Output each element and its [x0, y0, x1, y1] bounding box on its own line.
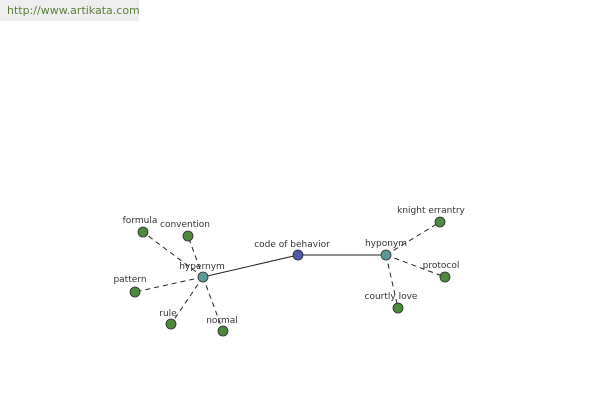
edge-hypernym-normal — [202, 276, 224, 332]
label-convention: convention — [160, 220, 210, 230]
node-hyponym[interactable] — [380, 249, 392, 261]
label-courtly-love: courtly love — [365, 292, 418, 302]
label-formula: formula — [123, 216, 158, 226]
node-hypernym[interactable] — [197, 271, 209, 283]
node-convention[interactable] — [182, 230, 194, 242]
edge-hypernym-formula — [142, 231, 204, 278]
node-pattern[interactable] — [129, 286, 141, 298]
edge-hyponym-knight-errantry — [385, 221, 441, 256]
node-formula[interactable] — [137, 226, 149, 238]
watermark-url: http://www.artikata.com — [7, 4, 140, 17]
node-courtly-love[interactable] — [392, 302, 404, 314]
label-hyponym: hyponym — [365, 239, 407, 249]
watermark-banner: http://www.artikata.com — [0, 0, 140, 21]
edge-hypernym-convention — [187, 235, 204, 278]
label-knight-errantry: knight errantry — [397, 206, 465, 216]
edge-hypernym-rule — [170, 276, 204, 325]
label-normal: normal — [206, 316, 238, 326]
node-rule[interactable] — [165, 318, 177, 330]
label-rule: rule — [159, 309, 177, 319]
node-protocol[interactable] — [439, 271, 451, 283]
edge-central-hypernym — [202, 254, 299, 278]
label-protocol: protocol — [423, 261, 460, 271]
label-hypernym: hypernym — [179, 262, 225, 272]
edge-hyponym-protocol — [385, 254, 446, 278]
edge-hypernym-pattern — [134, 276, 204, 293]
node-normal[interactable] — [217, 325, 229, 337]
graph-nodes — [129, 216, 451, 337]
node-knight-errantry[interactable] — [434, 216, 446, 228]
edge-hyponym-courtly-love — [385, 254, 399, 309]
graph-edges — [134, 221, 446, 332]
label-code-of-behavior: code of behavior — [254, 240, 330, 250]
node-code-of-behavior[interactable] — [292, 249, 304, 261]
label-pattern: pattern — [113, 275, 146, 285]
